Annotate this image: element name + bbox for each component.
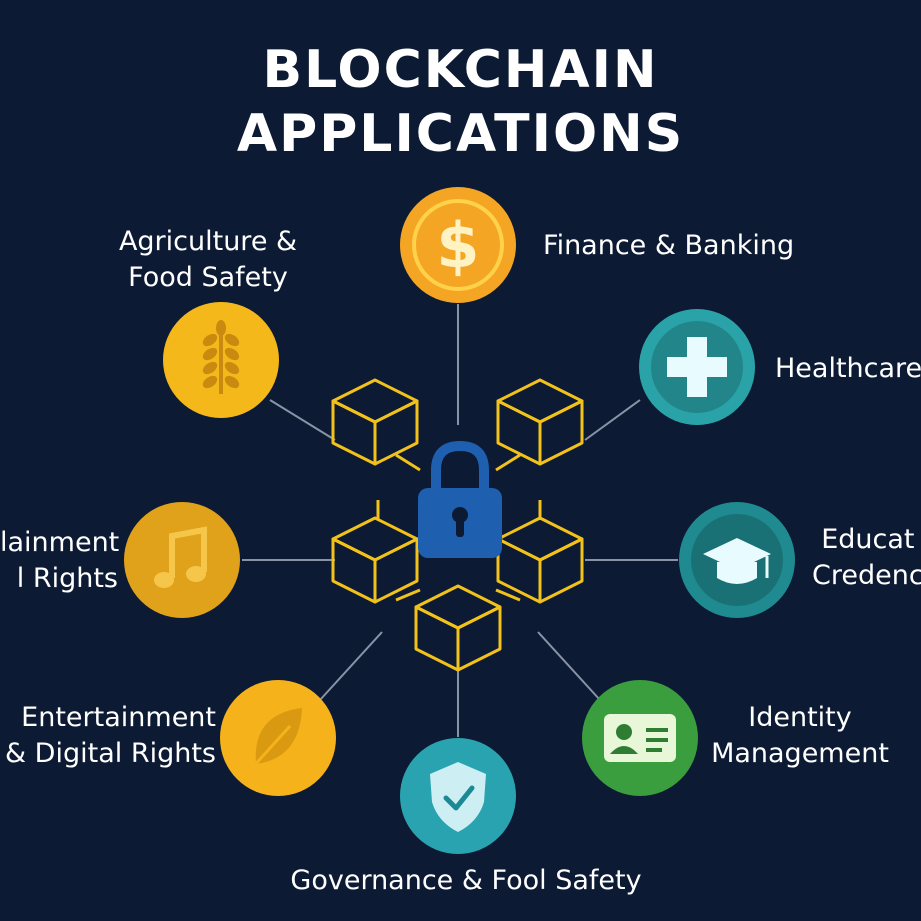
cube-top-right	[496, 378, 584, 466]
connector-agriculture	[269, 399, 336, 441]
cube-top-left	[331, 378, 419, 466]
cube-bottom-left	[331, 516, 419, 604]
node-education	[679, 502, 795, 618]
label-line: Food Safety	[128, 262, 288, 293]
svg-text:$: $	[436, 209, 479, 282]
node-entertainment-music	[124, 502, 240, 618]
label-line: Educat	[821, 524, 915, 555]
label-education: Educat Credenc	[812, 522, 921, 594]
graduation-cap-icon	[691, 514, 783, 606]
id-card-icon	[604, 714, 676, 762]
label-finance-banking: Finance & Banking	[543, 228, 794, 264]
leaf-icon	[250, 708, 302, 770]
label-line: Management	[711, 738, 889, 769]
node-circle	[400, 187, 516, 303]
label-line: lainment	[0, 527, 120, 558]
label-line: & Digital Rights	[5, 738, 216, 769]
node-healthcare	[639, 309, 755, 425]
node-identity	[582, 680, 698, 796]
wheat-icon	[202, 320, 240, 394]
label-line: Healthcare	[775, 353, 921, 384]
label-line: Finance & Banking	[543, 230, 795, 261]
node-finance: $	[400, 187, 516, 303]
page-title-line-2: APPLICATIONS	[236, 104, 685, 164]
label-line: Governance & Fool Safety	[290, 865, 642, 896]
label-agriculture-food-safety: Agriculture & Food Safety	[98, 224, 318, 296]
chain-links	[376, 453, 542, 602]
label-identity-management: Identity Management	[700, 700, 900, 772]
cube-bottom-center	[414, 584, 502, 672]
label-line: Identity	[748, 702, 852, 733]
connector-healthcare	[584, 399, 641, 441]
connector-entertainment	[319, 631, 383, 701]
node-governance	[400, 738, 516, 854]
node-agriculture	[163, 302, 279, 418]
shield-check-icon	[430, 762, 486, 832]
blockchain-cubes-icon	[331, 378, 584, 672]
label-entertainment-digital-rights: Entertainment & Digital Rights	[0, 700, 216, 772]
connector-identity	[537, 631, 601, 701]
label-line: Entertainment	[21, 702, 216, 733]
connector-lines	[242, 304, 678, 737]
medical-cross-icon	[651, 321, 743, 413]
node-entertainment	[220, 680, 336, 796]
label-entertainment-partial: lainment l Rights	[0, 525, 120, 597]
padlock-icon	[418, 440, 502, 558]
label-line: l Rights	[16, 563, 118, 594]
dollar-icon: $	[412, 199, 504, 291]
label-line: Credenc	[812, 560, 921, 591]
label-healthcare: Healthcare	[775, 351, 921, 387]
page-title-line-1: BLOCKCHAIN	[262, 40, 659, 100]
cube-bottom-right	[496, 516, 584, 604]
music-note-icon	[154, 526, 207, 588]
node-circle	[124, 502, 240, 618]
label-governance: Governance & Fool Safety	[260, 863, 672, 899]
label-line: Agriculture &	[118, 226, 298, 257]
